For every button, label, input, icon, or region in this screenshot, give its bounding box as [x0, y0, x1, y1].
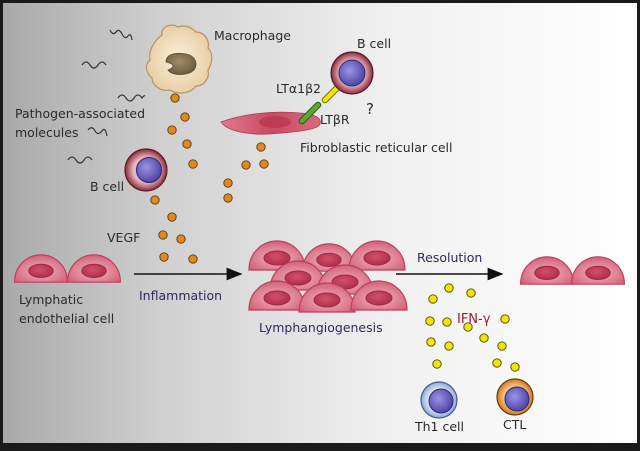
ctl-label: CTL: [503, 417, 526, 432]
vegf-label: VEGF: [107, 230, 140, 245]
pathogen-molecules: [67, 29, 146, 164]
squiggle: [109, 29, 133, 41]
squiggle: [67, 156, 93, 164]
b-cell-left-label: B cell: [90, 179, 124, 194]
frc-nucleus: [259, 116, 291, 128]
vegf-dot: [150, 195, 160, 205]
ifn-dot: [428, 294, 438, 304]
vegf-dots-left: [150, 93, 198, 264]
ifn-dot: [466, 288, 476, 298]
ifn-dot: [463, 322, 473, 332]
vegf-dot: [182, 139, 192, 149]
ifn-dot: [497, 341, 507, 351]
pathogen-label-line2: molecules: [15, 125, 78, 140]
vegf-dot: [188, 254, 198, 264]
vegf-dot: [159, 252, 169, 262]
inflammation-label: Inflammation: [139, 288, 222, 303]
ifn-dot: [444, 283, 454, 293]
vegf-dot: [180, 112, 190, 122]
vegf-dot: [256, 142, 266, 152]
ifn-dot: [479, 333, 489, 343]
ifn-dot: [500, 314, 510, 324]
ifn-dot: [444, 341, 454, 351]
vegf-dot: [170, 93, 180, 103]
pathogen-label-line1: Pathogen-associated: [15, 106, 145, 121]
lymphangiogenesis-label: Lymphangiogenesis: [259, 320, 383, 335]
lt-receptor-label: LTβR: [320, 112, 350, 127]
macrophage-label: Macrophage: [214, 28, 291, 43]
b-cell-top: [330, 51, 374, 95]
vegf-dot: [223, 178, 233, 188]
vegf-dot: [188, 159, 198, 169]
vegf-dot: [176, 234, 186, 244]
vegf-dot: [167, 125, 177, 135]
resolution-label: Resolution: [417, 250, 482, 265]
macrophage: [145, 24, 213, 94]
ifn-dot: [510, 362, 520, 372]
fibroblastic-reticular-cell: [220, 111, 321, 135]
ifn-dot: [425, 316, 435, 326]
question-mark: ?: [366, 100, 374, 118]
vegf-dot: [158, 230, 168, 240]
macrophage-nucleus: [165, 52, 197, 75]
b-cell-left: [124, 148, 168, 192]
ifn-gamma-dots: [425, 283, 520, 372]
ifn-dot: [442, 317, 452, 327]
vegf-dot: [223, 193, 233, 203]
ifn-dot: [492, 358, 502, 368]
ifn-dot: [426, 337, 436, 347]
squiggle: [87, 127, 108, 137]
ctl-cell: [496, 378, 534, 416]
lt-ligand-bar: [322, 84, 341, 103]
lec-label-line2: endothelial cell: [19, 311, 114, 326]
lec-label-line1: Lymphatic: [19, 292, 83, 307]
vegf-dots-right: [223, 142, 269, 203]
squiggle: [81, 61, 107, 69]
vegf-dot: [259, 159, 269, 169]
ifn-dot: [432, 359, 442, 369]
th1-cell: [420, 381, 458, 419]
th1-label: Th1 cell: [414, 419, 464, 434]
lt-ligand-label: LTα1β2: [276, 81, 321, 96]
vegf-dot: [241, 160, 251, 170]
squiggle: [117, 94, 146, 102]
b-cell-top-label: B cell: [357, 36, 391, 51]
lt-receptor-bar: [299, 102, 321, 124]
frc-label: Fibroblastic reticular cell: [300, 140, 452, 155]
ifn-gamma-label: IFN-γ: [457, 312, 491, 327]
vegf-dot: [167, 212, 177, 222]
background-panel: [3, 3, 637, 443]
